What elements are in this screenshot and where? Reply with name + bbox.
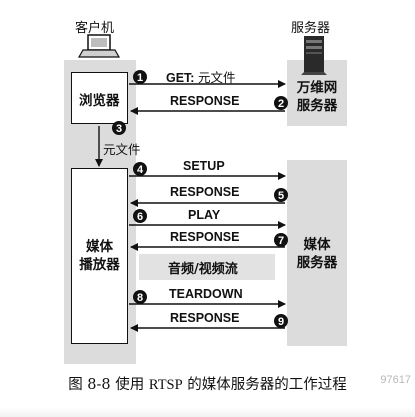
msg-response-3-label: RESPONSE	[170, 230, 240, 244]
client-title: 客户机	[75, 21, 115, 36]
svg-text:2: 2	[278, 98, 284, 110]
media-player-label: 媒体播放器	[79, 239, 120, 273]
svg-text:4: 4	[137, 164, 144, 176]
msg-response-2-label: RESPONSE	[170, 185, 240, 199]
av-stream-label: 音频/视频流	[168, 262, 238, 277]
msg-teardown-label: TEARDOWN	[169, 287, 243, 301]
media-server-label: 媒体服务器	[296, 237, 338, 271]
browser-label: 浏览器	[79, 93, 120, 109]
step-2-badge: 2	[274, 96, 288, 110]
svg-text:9: 9	[278, 316, 284, 328]
msg-setup-label: SETUP	[183, 159, 225, 173]
step-3-badge: 3	[112, 121, 126, 135]
svg-text:3: 3	[116, 123, 122, 135]
step-7-badge: 7	[274, 233, 288, 247]
msg-meta-file-label: 元文件	[103, 142, 141, 157]
svg-text:8: 8	[137, 292, 143, 304]
msg-response-4-label: RESPONSE	[170, 311, 240, 325]
step-8-badge: 8	[133, 290, 147, 304]
msg-get-label: GET: 元文件	[166, 70, 236, 85]
media-server-panel	[287, 160, 347, 346]
step-1-badge: 1	[133, 70, 147, 84]
msg-response-1-label: RESPONSE	[170, 94, 240, 108]
server-tower-icon	[301, 36, 327, 75]
figure-caption: 图 8-8 使用 RTSP 的媒体服务器的工作过程	[68, 377, 347, 393]
step-9-badge: 9	[274, 314, 288, 328]
svg-text:5: 5	[278, 190, 284, 202]
cut-off-line	[0, 407, 415, 417]
web-server-label: 万维网服务器	[296, 80, 338, 114]
watermark: 97617	[380, 374, 411, 386]
step-5-badge: 5	[274, 188, 288, 202]
browser-box	[71, 72, 128, 124]
server-title: 服务器	[291, 21, 331, 36]
svg-text:1: 1	[137, 72, 143, 84]
media-player-box	[71, 168, 128, 344]
svg-text:7: 7	[278, 235, 284, 247]
svg-text:6: 6	[137, 211, 143, 223]
step-6-badge: 6	[133, 209, 147, 223]
msg-play-label: PLAY	[188, 208, 221, 222]
step-4-badge: 4	[133, 162, 147, 176]
av-stream-box	[139, 254, 275, 280]
